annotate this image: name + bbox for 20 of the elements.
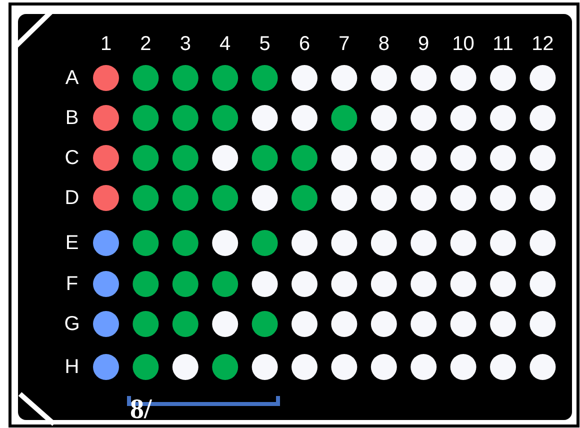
row-letter: C bbox=[64, 148, 80, 168]
row-letter: B bbox=[65, 108, 79, 128]
column-number: 3 bbox=[180, 34, 191, 54]
row-letter: G bbox=[64, 314, 80, 334]
column-number: 6 bbox=[298, 34, 310, 54]
row-letter: D bbox=[64, 188, 80, 208]
column-number: 9 bbox=[418, 34, 430, 54]
row-letter: F bbox=[66, 274, 78, 294]
row-letter: E bbox=[65, 233, 79, 253]
row-letter: H bbox=[64, 357, 80, 377]
column-number: 11 bbox=[492, 34, 514, 54]
column-number: 12 bbox=[532, 34, 554, 54]
column-number: 1 bbox=[100, 34, 112, 54]
column-number: 8 bbox=[378, 34, 390, 54]
column-number: 4 bbox=[220, 34, 231, 54]
column-number: 2 bbox=[140, 34, 152, 54]
column-number: 10 bbox=[452, 34, 474, 54]
row-letter: A bbox=[65, 68, 79, 88]
column-number: 7 bbox=[338, 34, 350, 54]
column-number: 5 bbox=[259, 34, 270, 54]
